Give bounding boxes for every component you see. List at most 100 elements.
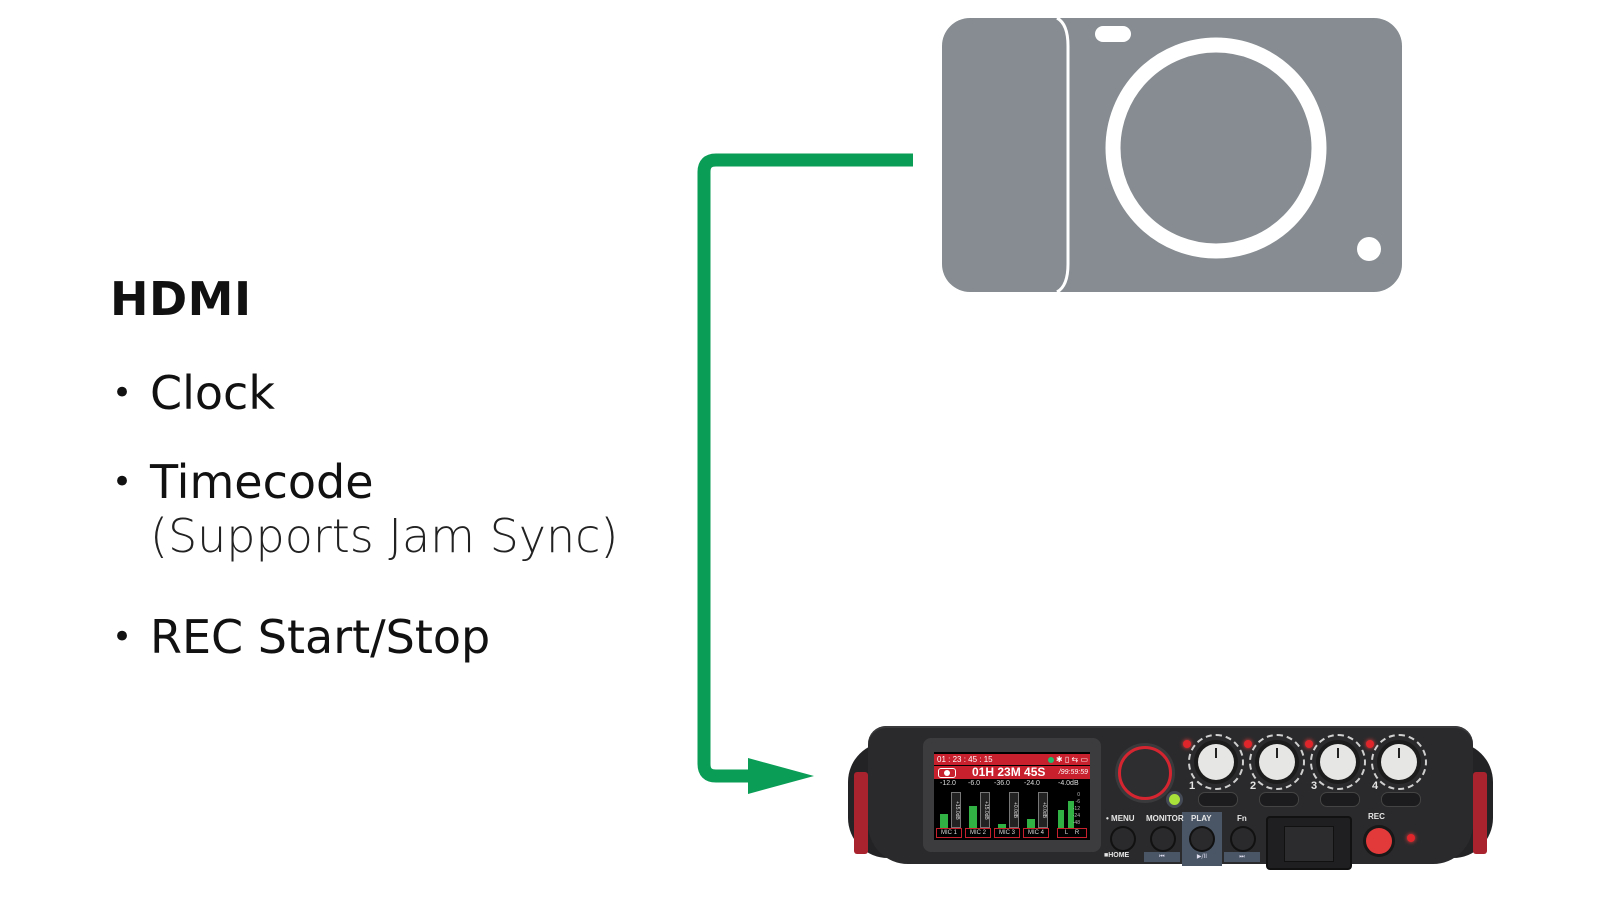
feature-item-rec-start-stop: • REC Start/Stop <box>112 610 490 664</box>
scale-tick: -48 <box>1072 820 1080 826</box>
level-meter-ch4 <box>1027 819 1035 828</box>
level-meter-ch3 <box>998 824 1006 828</box>
gain-knob-3[interactable] <box>1320 744 1356 780</box>
trim-ch4: +0.0dB <box>1038 792 1048 828</box>
next-label: ⏭ <box>1224 852 1260 862</box>
knob-scale <box>1249 734 1305 790</box>
usb-icon: ⇆ <box>1071 755 1079 764</box>
feature-label: Clock <box>150 366 275 420</box>
knob-number-2: 2 <box>1250 780 1257 792</box>
level-meter-ch2 <box>969 806 977 828</box>
level-ch3: -36.0 <box>994 780 1010 787</box>
level-ch2: -6.0 <box>968 780 981 787</box>
level-meter-master-l <box>1058 810 1064 828</box>
channel-label-mic2: MIC 2 <box>965 828 991 838</box>
menu-button[interactable] <box>1112 828 1134 850</box>
knob-scale <box>1188 734 1244 790</box>
handle-bar <box>1473 772 1487 854</box>
connector-line <box>697 153 913 783</box>
camera-button <box>1357 237 1381 261</box>
fn-label: Fn <box>1237 814 1247 823</box>
knob-number-4: 4 <box>1372 780 1379 792</box>
channel-label-mic4: MIC 4 <box>1023 828 1049 838</box>
scale-tick: -12 <box>1072 806 1080 812</box>
trim-ch2: +15.0dB <box>980 792 990 828</box>
timecode-readout: 01 : 23 : 45 : 15 <box>937 755 993 764</box>
track-button-3[interactable] <box>1320 792 1360 807</box>
prev-label: ⏮ <box>1144 852 1180 862</box>
camera-grip-line <box>1056 16 1070 294</box>
handle-bar <box>854 772 868 854</box>
card-slot <box>1266 816 1352 870</box>
label-r: R <box>1074 830 1080 836</box>
arrow-head-icon <box>748 758 814 794</box>
knob-scale <box>1371 734 1427 790</box>
knob-number-3: 3 <box>1311 780 1318 792</box>
scale-tick: 0 <box>1077 792 1080 798</box>
rec-led <box>1407 834 1415 842</box>
heading-hdmi: HDMI <box>110 272 252 326</box>
clip-led-3 <box>1305 740 1313 748</box>
rec-button[interactable] <box>1366 828 1392 854</box>
feature-label: REC Start/Stop <box>150 610 491 664</box>
rotary-encoder[interactable] <box>1118 746 1172 800</box>
knob-number-1: 1 <box>1189 780 1196 792</box>
feature-item-clock: • Clock <box>112 366 275 420</box>
scale-tick: -24 <box>1072 813 1080 819</box>
feature-label: Timecode <box>150 455 374 509</box>
clip-led-1 <box>1183 740 1191 748</box>
rec-time: 01H 23M 45S <box>972 765 1046 779</box>
level-meter-ch1 <box>940 814 948 828</box>
clip-led-4 <box>1366 740 1374 748</box>
screen-status-bar: 01 : 23 : 45 : 15 ✱ ▯ ⇆ ▭ <box>934 754 1090 765</box>
bullet-icon: • <box>112 616 133 657</box>
monitor-button[interactable] <box>1152 828 1174 850</box>
knob-scale <box>1310 734 1366 790</box>
link-dot-icon <box>1047 756 1054 763</box>
rec-label: REC <box>1368 812 1385 821</box>
track-button-1[interactable] <box>1198 792 1238 807</box>
camera-lens <box>1105 37 1327 259</box>
level-master: -4.0dB <box>1058 780 1079 787</box>
play-label: PLAY <box>1191 814 1212 823</box>
level-ch1: -12.0 <box>940 780 956 787</box>
trim-ch1: +15.0dB <box>951 792 961 828</box>
camera-icon <box>942 16 1402 294</box>
play-pause-label: ▶/II <box>1184 852 1220 862</box>
scale-tick: -6 <box>1075 799 1080 805</box>
gain-knob-1[interactable] <box>1198 744 1234 780</box>
fn-button[interactable] <box>1232 828 1254 850</box>
play-button[interactable] <box>1191 828 1213 850</box>
recorder-device: 01 : 23 : 45 : 15 ✱ ▯ ⇆ ▭ 01H 23M 45S /9… <box>848 724 1493 870</box>
camera-flash <box>1095 26 1131 42</box>
rec-time-bar: 01H 23M 45S /99:59:59 <box>934 766 1090 779</box>
channel-levels: -12.0 -6.0 -36.0 -24.0 -4.0dB <box>934 780 1090 789</box>
bullet-icon: • <box>112 461 133 502</box>
channel-label-lr: L R <box>1057 828 1087 838</box>
gain-knob-4[interactable] <box>1381 744 1417 780</box>
track-button-4[interactable] <box>1381 792 1421 807</box>
bluetooth-icon: ✱ <box>1055 755 1063 764</box>
monitor-label: MONITOR <box>1146 814 1184 823</box>
record-indicator-icon <box>938 768 956 778</box>
status-icons: ✱ ▯ ⇆ ▭ <box>1047 754 1088 765</box>
clip-led-2 <box>1244 740 1252 748</box>
channel-label-mic1: MIC 1 <box>936 828 962 838</box>
battery-icon: ▭ <box>1080 755 1088 764</box>
level-meter-master-r <box>1068 801 1074 828</box>
gain-knob-2[interactable] <box>1259 744 1295 780</box>
home-label: ■HOME <box>1104 852 1130 859</box>
trim-ch3: +0.0dB <box>1009 792 1019 828</box>
bullet-icon: • <box>112 372 133 413</box>
channel-label-mic3: MIC 3 <box>994 828 1020 838</box>
meter-scale: 0 -6 -12 -24 -48 <box>1073 792 1080 827</box>
remaining-time: /99:59:59 <box>1058 769 1088 776</box>
phone-icon: ▯ <box>1064 755 1070 764</box>
track-button-2[interactable] <box>1259 792 1299 807</box>
feature-item-timecode: •Timecode (Supports Jam Sync) <box>112 455 618 563</box>
recorder-screen: 01 : 23 : 45 : 15 ✱ ▯ ⇆ ▭ 01H 23M 45S /9… <box>934 752 1090 840</box>
label-l: L <box>1064 830 1069 836</box>
level-ch4: -24.0 <box>1024 780 1040 787</box>
status-led-green <box>1169 794 1180 805</box>
